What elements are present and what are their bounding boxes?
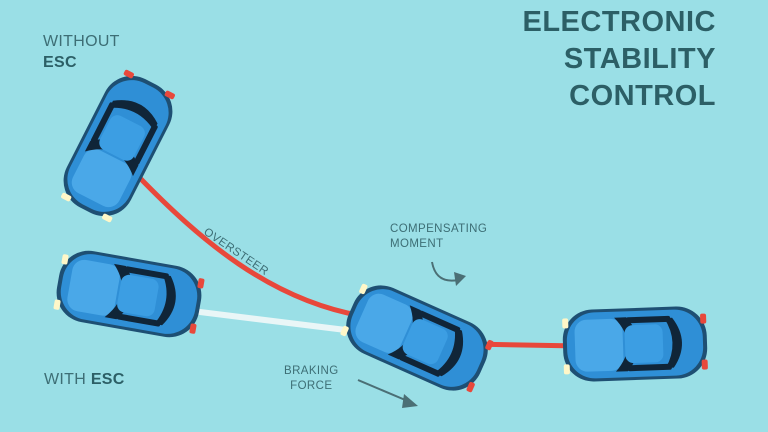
esc-path <box>197 309 365 335</box>
compensating-moment-arrowhead <box>454 272 466 286</box>
braking-force-label: BRAKING FORCE <box>284 364 339 394</box>
braking-force-arrowhead <box>402 394 418 408</box>
compensating-moment-arrow <box>431 261 459 282</box>
braking-line-2: FORCE <box>290 380 333 392</box>
without-esc-text: ESC <box>43 54 77 71</box>
with-prefix: WITH <box>44 371 87 388</box>
diagram-title: ELECTRONIC STABILITY CONTROL <box>523 4 717 115</box>
without-prefix: WITHOUT <box>43 33 120 50</box>
with-esc-label: WITH ESC <box>44 369 125 390</box>
title-line-1: ELECTRONIC <box>522 6 716 38</box>
title-line-3: CONTROL <box>569 80 716 112</box>
car-stable <box>561 305 709 383</box>
braking-force-arrow <box>357 379 411 403</box>
without-esc-label: WITHOUT ESC <box>43 31 120 73</box>
car-with-esc <box>51 246 207 342</box>
title-line-2: STABILITY <box>563 43 716 75</box>
compensating-moment-label: COMPENSATING MOMENT <box>390 222 487 252</box>
compensating-line-2: MOMENT <box>390 238 444 250</box>
braking-line-1: BRAKING <box>284 365 339 377</box>
compensating-line-1: COMPENSATING <box>390 223 488 235</box>
with-esc-text: ESC <box>90 371 125 388</box>
oversteer-path <box>135 173 365 319</box>
